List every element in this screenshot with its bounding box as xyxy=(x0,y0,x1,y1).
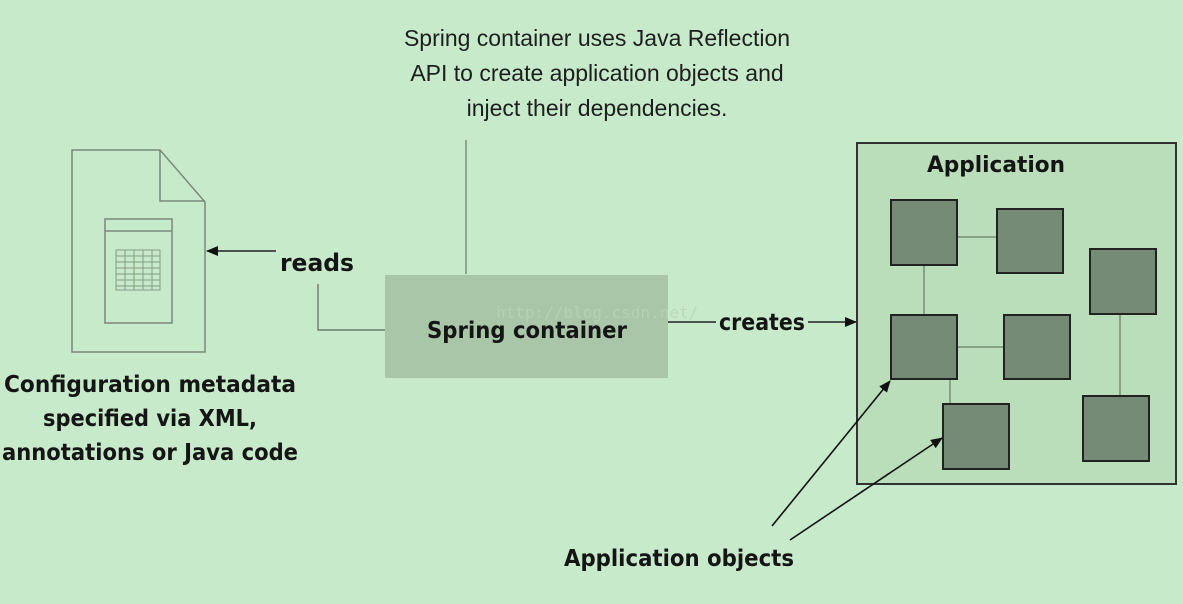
application-objects-caption: Application objects xyxy=(564,546,794,572)
reads-connector xyxy=(317,284,386,331)
application-object xyxy=(1003,314,1071,380)
description-text: Spring container uses Java Reflection AP… xyxy=(404,25,790,121)
spring-container-box xyxy=(385,275,668,378)
objects-pointer-arrow xyxy=(789,437,943,541)
application-object xyxy=(890,199,958,266)
spring-container-label: Spring container xyxy=(427,318,628,344)
config-caption: Configuration metadata specified via XML… xyxy=(2,372,298,466)
document-spreadsheet-icon xyxy=(71,149,206,353)
creates-label-bg xyxy=(716,306,808,336)
application-object xyxy=(1089,248,1157,315)
config-caption-line: annotations or Java code xyxy=(2,440,298,466)
creates-label: creates xyxy=(719,310,805,336)
application-object xyxy=(942,403,1010,470)
config-caption-line: specified via XML, xyxy=(43,406,257,432)
objects-pointer-arrow xyxy=(771,380,891,527)
description-line: Spring container uses Java Reflection xyxy=(404,25,790,51)
application-object xyxy=(890,314,958,380)
reads-label: reads xyxy=(280,249,354,277)
application-object xyxy=(1082,395,1150,462)
watermark: http://blog.csdn.net/ xyxy=(496,303,698,322)
description-line: API to create application objects and xyxy=(410,60,783,86)
description-line: inject their dependencies. xyxy=(467,95,728,121)
application-box: Application xyxy=(856,142,1177,485)
application-title: Application xyxy=(927,153,1065,178)
object-connectors xyxy=(923,236,1121,404)
config-caption-line: Configuration metadata xyxy=(4,372,296,398)
application-object xyxy=(996,208,1064,274)
